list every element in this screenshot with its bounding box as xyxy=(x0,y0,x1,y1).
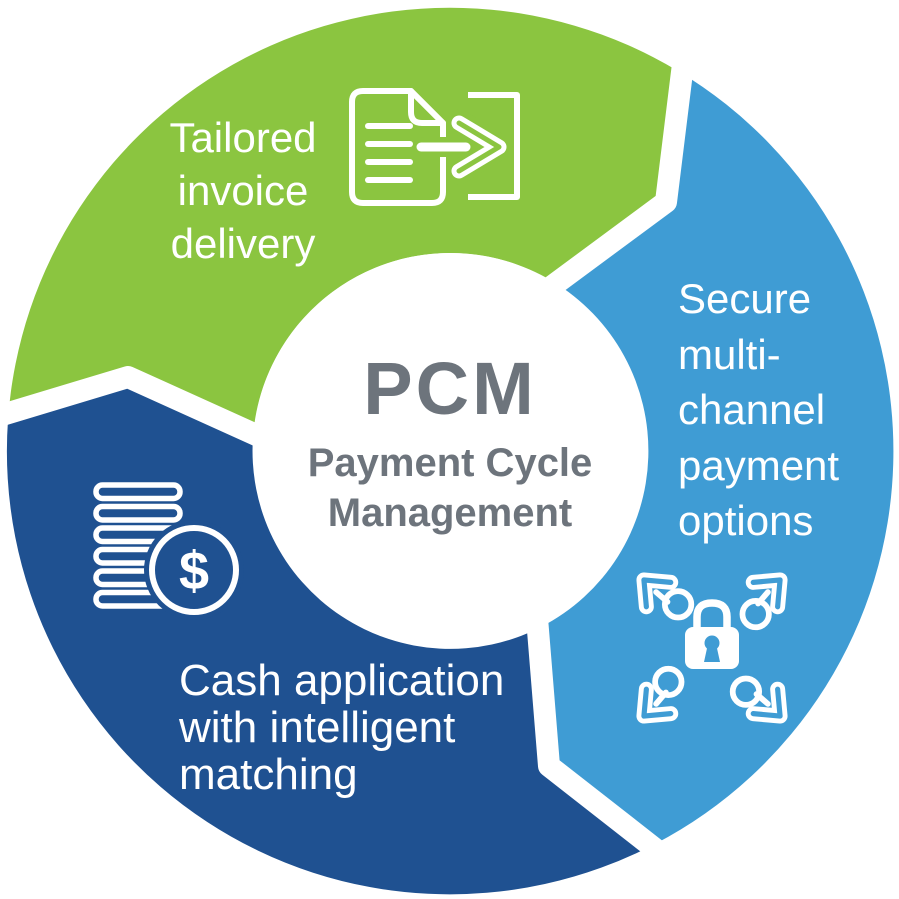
segment-label-line: with intelligent xyxy=(178,703,455,752)
segment-label-line: matching xyxy=(179,750,358,799)
segment-label-line: payment xyxy=(678,442,839,489)
document-outline xyxy=(349,88,446,206)
segment-divider-bottom xyxy=(526,617,666,861)
segment-label-line: Tailored xyxy=(169,114,316,161)
segment-divider-top-right xyxy=(540,62,694,299)
label-tailored-invoice-delivery: Tailored invoice delivery xyxy=(169,114,316,267)
label-cash-application: Cash application with intelligent matchi… xyxy=(178,656,504,799)
pcm-subtitle-line: Management xyxy=(328,491,573,535)
dollar-sign: $ xyxy=(179,541,209,601)
center-text: PCM Payment Cycle Management xyxy=(308,347,593,535)
label-secure-payment-options: Secure multi- channel payment options xyxy=(678,275,839,544)
expand-arrow-nw-icon xyxy=(636,572,695,621)
document-folded-corner xyxy=(408,88,446,126)
pcm-acronym: PCM xyxy=(363,347,536,430)
segment-label-line: invoice xyxy=(178,167,309,214)
document-text-lines xyxy=(365,123,413,183)
keyhole-stem xyxy=(704,646,720,662)
expand-arrow-sw-icon xyxy=(636,665,685,724)
coin-stack-dollar-icon: $ xyxy=(93,482,244,620)
lock-shackle xyxy=(693,599,731,631)
dollar-circle xyxy=(149,525,239,615)
segment-divider-left xyxy=(0,366,268,449)
expand-arrow-se-icon xyxy=(729,675,788,724)
pcm-subtitle-line: Payment Cycle xyxy=(308,441,593,485)
segment-secure-payment-options xyxy=(541,71,894,844)
segment-label-line: Secure xyxy=(678,275,811,322)
segment-tailored-invoice-delivery xyxy=(8,7,678,437)
send-bracket xyxy=(468,92,520,200)
invoice-send-icon xyxy=(349,88,520,206)
arrowhead-hollow xyxy=(456,120,502,174)
segment-label-line: multi- xyxy=(678,331,781,378)
segment-label-line: channel xyxy=(678,386,825,433)
lock-expand-arrows-icon xyxy=(636,572,788,724)
segment-label-line: delivery xyxy=(171,220,316,267)
segment-label-line: options xyxy=(678,497,813,544)
center-circle xyxy=(253,253,647,647)
segment-label-line: Cash application xyxy=(179,656,504,705)
expand-arrow-ne-icon xyxy=(739,572,788,631)
